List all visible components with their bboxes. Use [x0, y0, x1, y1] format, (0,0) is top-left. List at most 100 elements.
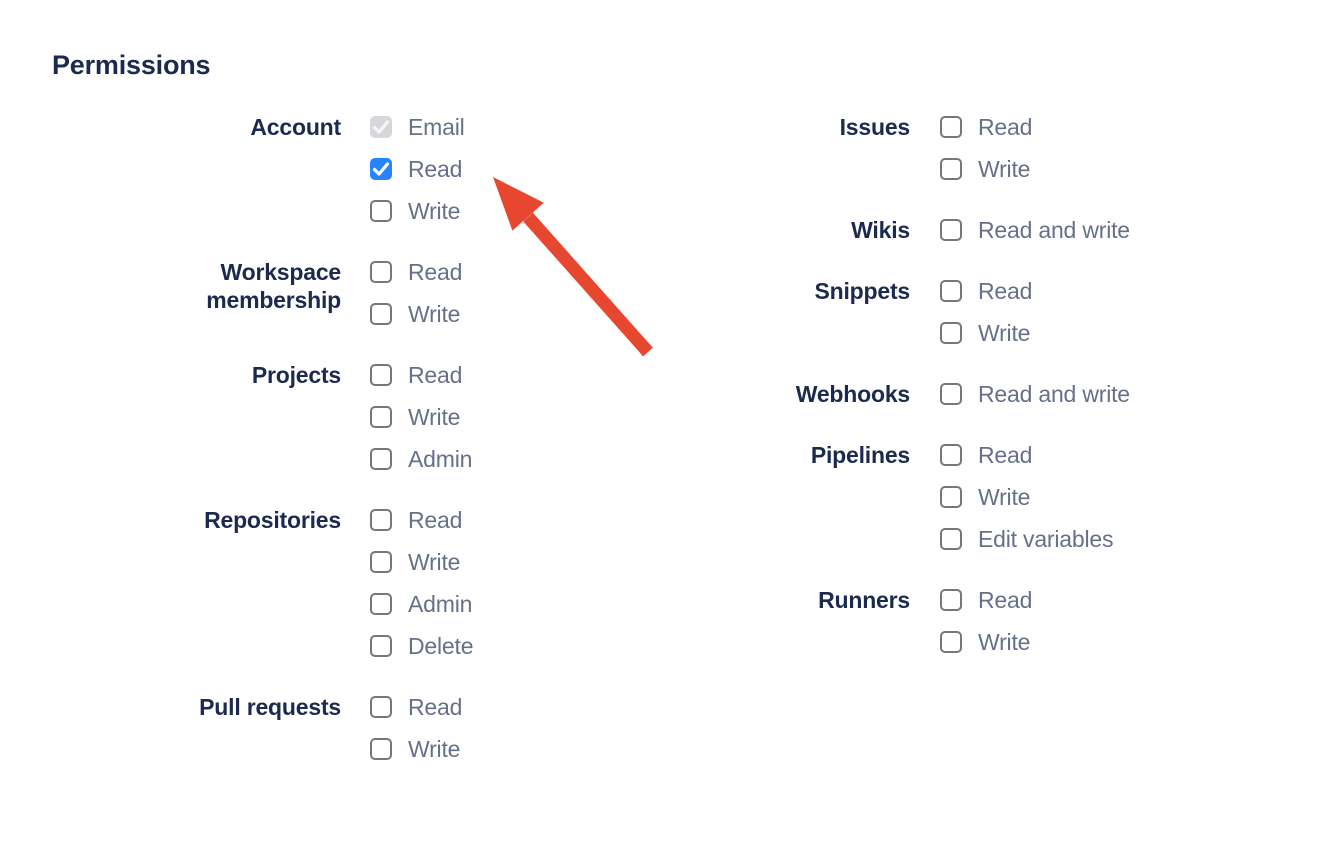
permission-group-items: Read and write	[940, 216, 1130, 258]
permission-group-label: Workspace membership	[206, 259, 341, 313]
permission-checkbox-row[interactable]: Read	[370, 155, 465, 183]
checkbox-unchecked[interactable]	[940, 158, 962, 180]
permission-checkbox-row[interactable]: Read	[370, 506, 473, 534]
page-title: Permissions	[52, 50, 211, 80]
permission-group-label: Runners	[818, 587, 910, 613]
permission-checkbox-row[interactable]: Write	[940, 483, 1113, 511]
checkbox-unchecked[interactable]	[370, 261, 392, 283]
permission-checkbox-row: Email	[370, 113, 465, 141]
permission-checkbox-row[interactable]: Read	[370, 361, 472, 389]
permission-checkbox-row[interactable]: Write	[940, 319, 1032, 347]
permission-item-label: Read	[408, 694, 463, 720]
permission-checkbox-row[interactable]: Read	[370, 693, 462, 721]
permission-item-label: Write	[978, 156, 1031, 182]
checkbox-unchecked[interactable]	[940, 219, 962, 241]
permission-group-label: Webhooks	[795, 381, 910, 407]
permission-checkbox-row[interactable]: Read	[940, 586, 1032, 614]
permission-checkbox-row[interactable]: Admin	[370, 590, 473, 618]
permission-checkbox-row[interactable]: Edit variables	[940, 525, 1113, 553]
permission-checkbox-row[interactable]: Read	[940, 277, 1032, 305]
permission-item-label: Delete	[408, 633, 474, 659]
permission-group-label: Repositories	[204, 507, 341, 533]
permission-item-label: Write	[408, 404, 461, 430]
permission-item-label: Write	[408, 301, 461, 327]
permission-item-label: Write	[408, 736, 461, 762]
checkbox-unchecked[interactable]	[370, 593, 392, 615]
checkbox-unchecked[interactable]	[940, 116, 962, 138]
permission-group-label: Pull requests	[199, 694, 341, 720]
permission-checkbox-row[interactable]: Read	[940, 113, 1032, 141]
checkbox-unchecked[interactable]	[940, 444, 962, 466]
permission-item-label: Read	[978, 114, 1033, 140]
permission-item-label: Admin	[408, 591, 473, 617]
permission-checkbox-row[interactable]: Delete	[370, 632, 473, 660]
checkbox-unchecked[interactable]	[370, 364, 392, 386]
checkbox-unchecked[interactable]	[940, 486, 962, 508]
permission-item-label: Read	[408, 156, 463, 182]
permission-group-label: Projects	[251, 362, 341, 388]
permission-item-label: Read	[408, 259, 463, 285]
permission-group-label: Account	[250, 114, 341, 140]
permission-checkbox-row[interactable]: Read	[370, 258, 462, 286]
checkbox-unchecked[interactable]	[370, 738, 392, 760]
permission-checkbox-row[interactable]: Read	[940, 441, 1113, 469]
permission-item-label: Write	[978, 629, 1031, 655]
checkbox-unchecked[interactable]	[940, 528, 962, 550]
permission-item-label: Read	[408, 362, 463, 388]
permission-checkbox-row[interactable]: Admin	[370, 445, 472, 473]
permission-checkbox-row[interactable]: Write	[370, 300, 462, 328]
checkbox-unchecked[interactable]	[370, 696, 392, 718]
permission-checkbox-row[interactable]: Write	[940, 155, 1032, 183]
permission-group-label: Issues	[839, 114, 911, 140]
permission-item-label: Read and write	[978, 217, 1130, 243]
checkbox-unchecked[interactable]	[370, 303, 392, 325]
checkbox-unchecked[interactable]	[370, 509, 392, 531]
permission-group-label: Pipelines	[810, 442, 910, 468]
checkbox-unchecked[interactable]	[370, 551, 392, 573]
permission-checkbox-row[interactable]: Read and write	[940, 216, 1130, 244]
permission-checkbox-row[interactable]: Write	[370, 197, 465, 225]
checkbox-unchecked[interactable]	[370, 635, 392, 657]
checkbox-unchecked[interactable]	[370, 448, 392, 470]
checkbox-unchecked[interactable]	[370, 406, 392, 428]
checkbox-unchecked[interactable]	[940, 383, 962, 405]
permission-item-label: Admin	[408, 446, 473, 472]
permission-item-label: Read	[408, 507, 463, 533]
permission-item-label: Write	[408, 198, 461, 224]
permission-checkbox-row[interactable]: Write	[370, 403, 472, 431]
permission-checkbox-row[interactable]: Read and write	[940, 380, 1130, 408]
permission-checkbox-row[interactable]: Write	[370, 548, 473, 576]
permission-checkbox-row[interactable]: Write	[370, 735, 462, 763]
checkbox-unchecked[interactable]	[940, 589, 962, 611]
checkbox-unchecked[interactable]	[940, 322, 962, 344]
permission-checkbox-row[interactable]: Write	[940, 628, 1032, 656]
checkbox-checked-disabled	[370, 116, 392, 138]
permission-item-label: Write	[978, 320, 1031, 346]
permission-item-label: Read	[978, 278, 1033, 304]
permission-group-items: Read and write	[940, 380, 1130, 422]
checkbox-checked[interactable]	[370, 158, 392, 180]
checkbox-unchecked[interactable]	[370, 200, 392, 222]
permission-item-label: Read	[978, 587, 1033, 613]
checkbox-unchecked[interactable]	[940, 631, 962, 653]
checkbox-unchecked[interactable]	[940, 280, 962, 302]
permission-item-label: Email	[408, 114, 465, 140]
